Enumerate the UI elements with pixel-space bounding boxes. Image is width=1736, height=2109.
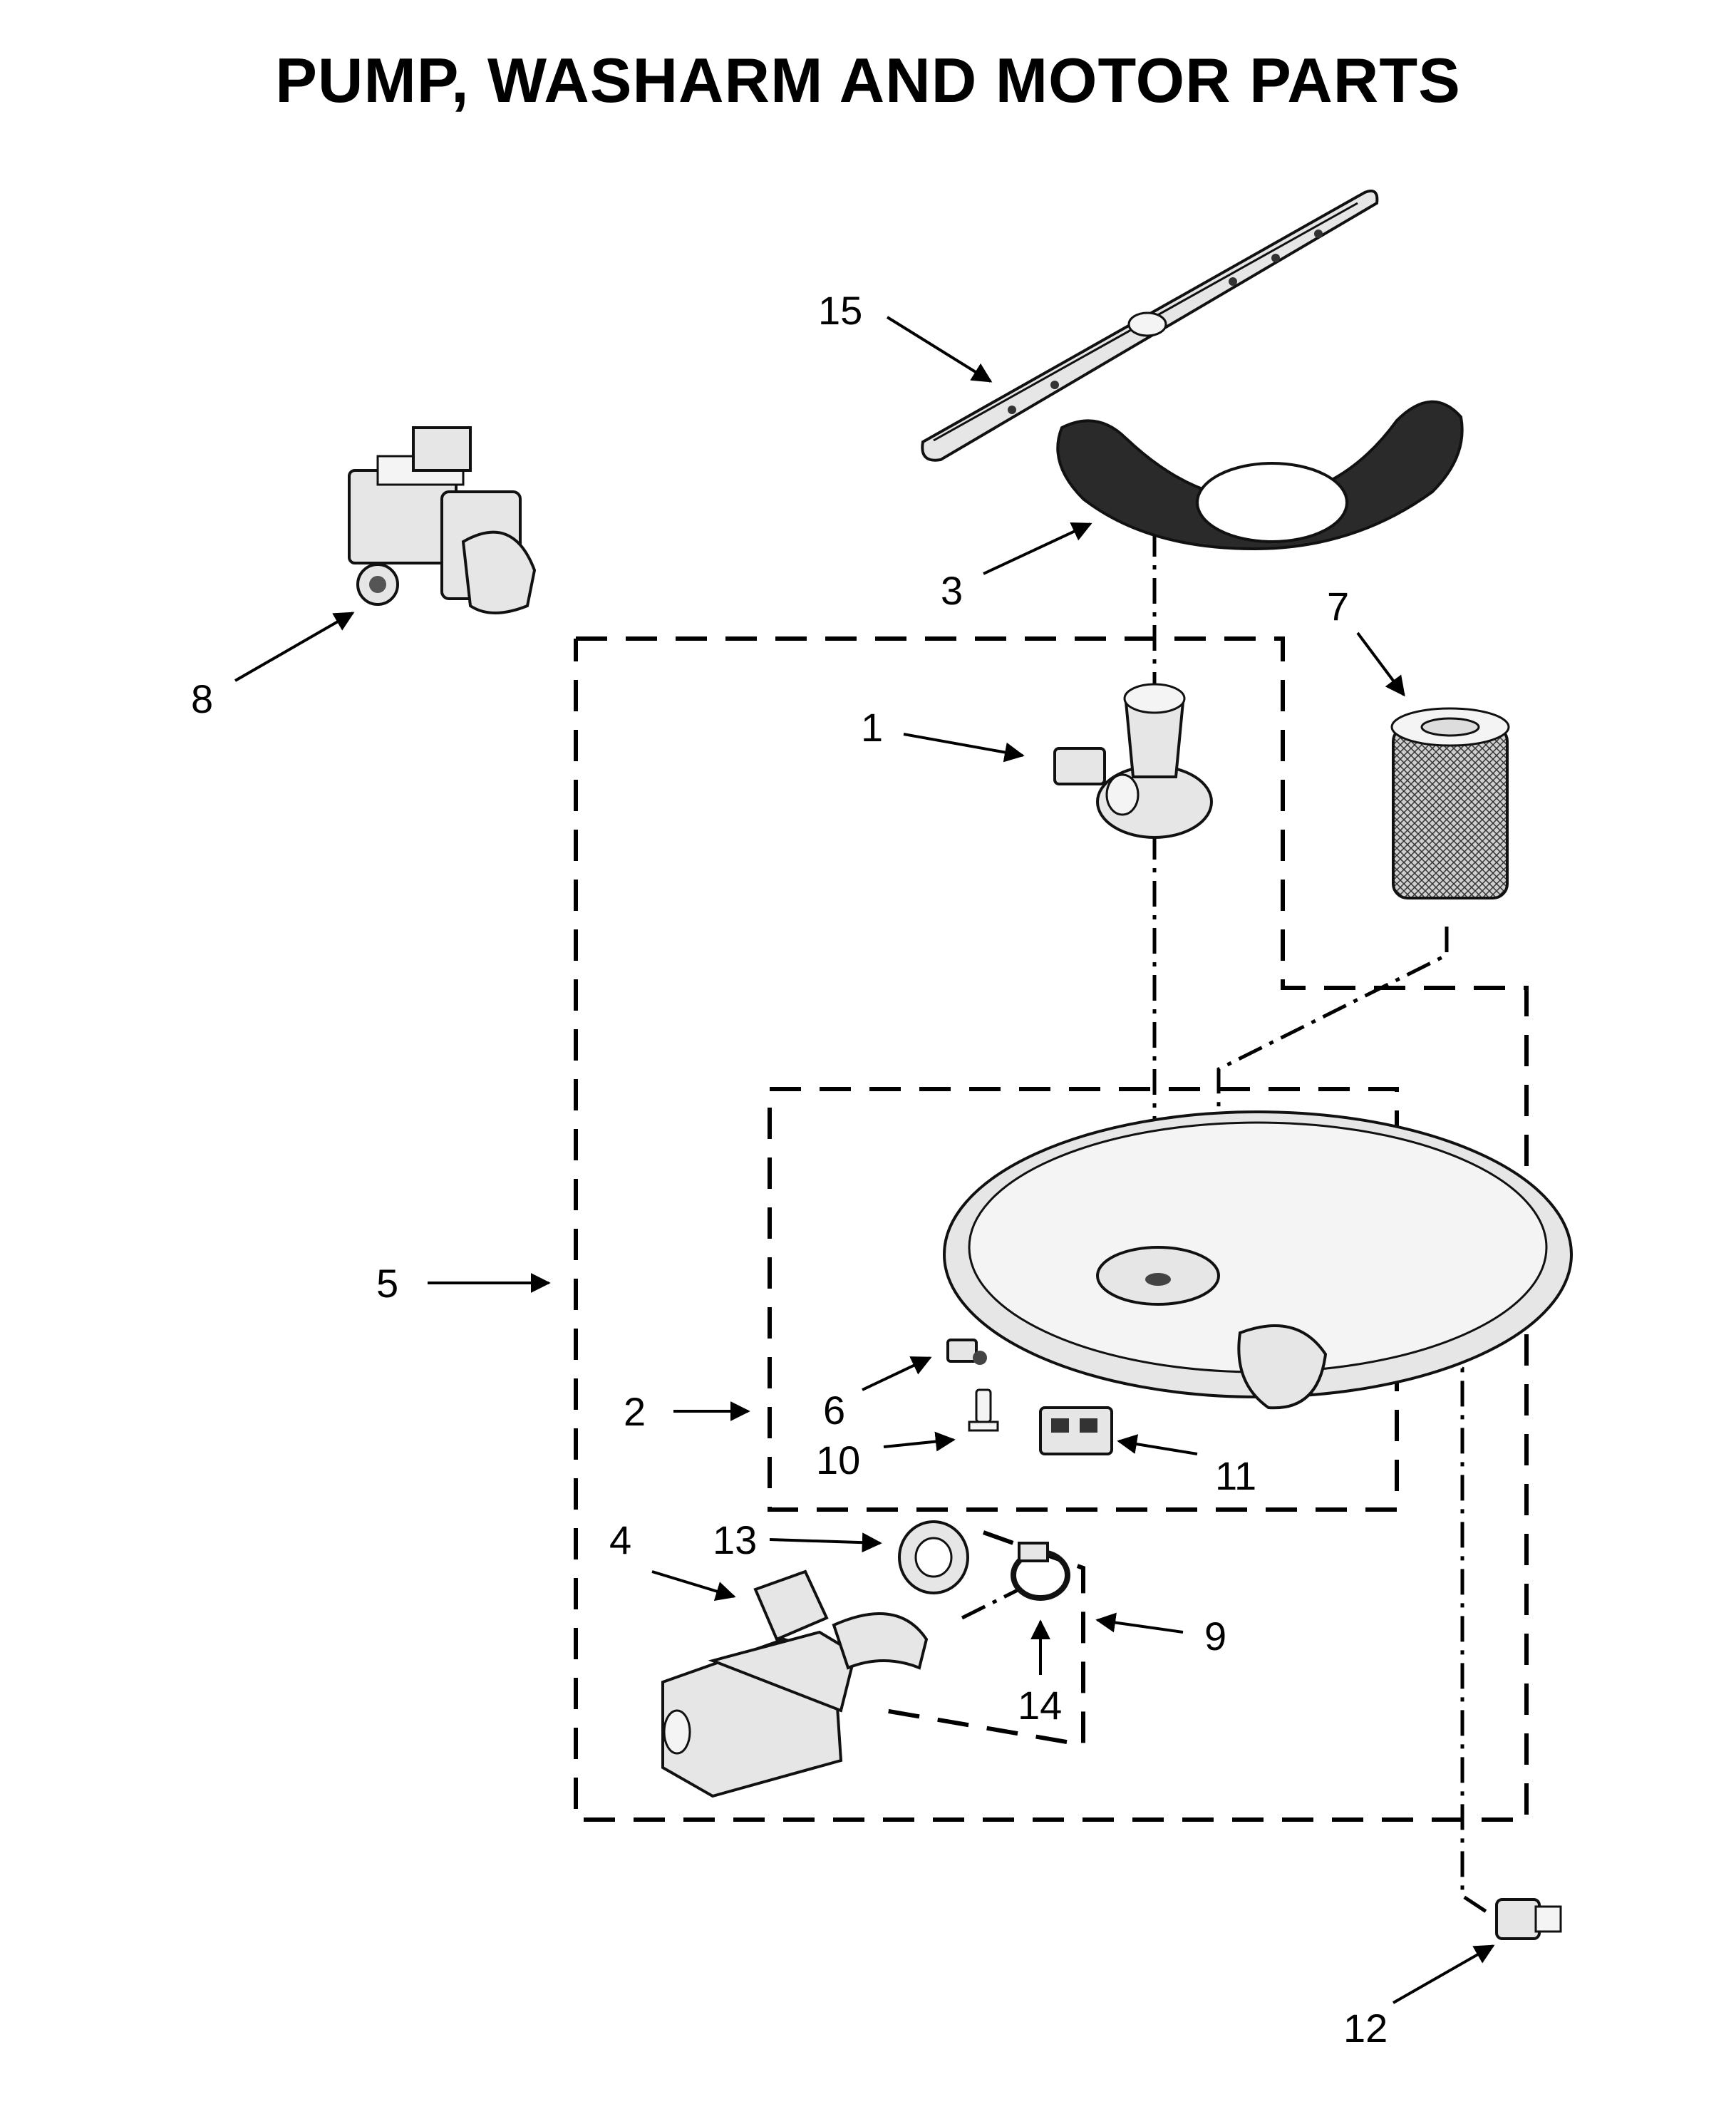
callout-5: 5 — [376, 1261, 398, 1306]
callout-11: 11 — [1215, 1453, 1256, 1498]
thermistor-part — [1495, 1898, 1562, 1940]
group-box-5 — [574, 636, 1529, 1822]
callout-1: 1 — [861, 705, 883, 750]
page-title: PUMP, WASHARM AND MOTOR PARTS — [275, 45, 1461, 115]
callout-labels: 15 3 8 1 7 5 2 6 10 11 13 4 9 14 12 — [191, 288, 1388, 2051]
heater-block-part — [1039, 1406, 1113, 1455]
drain-pump-motor-part — [348, 426, 537, 614]
callout-13: 13 — [713, 1517, 757, 1562]
sensor-and-screw-part — [946, 1339, 999, 1432]
callout-10: 10 — [816, 1438, 860, 1483]
filter-part — [1390, 707, 1510, 899]
circulation-pump-part — [661, 1569, 929, 1798]
seal-ring-part — [898, 1520, 969, 1594]
callout-9: 9 — [1204, 1614, 1226, 1659]
callout-3: 3 — [941, 568, 963, 613]
hose-clamp-part — [1011, 1542, 1070, 1601]
callout-4: 4 — [609, 1517, 631, 1562]
callout-8: 8 — [191, 676, 213, 721]
group-box-2 — [768, 1087, 1399, 1512]
callout-arrows — [234, 316, 1495, 2004]
callout-12: 12 — [1343, 2006, 1388, 2051]
callout-14: 14 — [1018, 1683, 1062, 1728]
callout-6: 6 — [823, 1388, 845, 1433]
callout-2: 2 — [624, 1389, 646, 1434]
callout-7: 7 — [1327, 584, 1349, 629]
wash-arm-part — [921, 189, 1379, 462]
callout-15: 15 — [818, 288, 862, 333]
diverter-part — [1053, 683, 1213, 839]
sump-base-part — [943, 1110, 1573, 1410]
spray-shield-part — [1056, 400, 1464, 551]
